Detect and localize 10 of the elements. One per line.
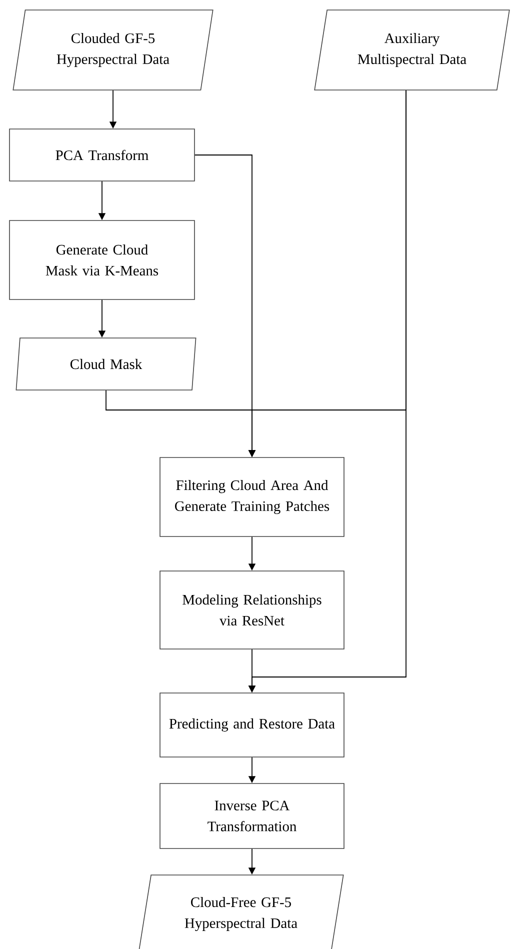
data-parallelogram: Auxiliary Multispectral Data xyxy=(314,10,510,90)
process-box: PCA Transform xyxy=(9,128,195,182)
process-box: Generate Cloud Mask via K-Means xyxy=(9,220,195,300)
data-parallelogram: Cloud-Free GF-5 Hyperspectral Data xyxy=(138,874,344,949)
process-box: Filtering Cloud Area And Generate Training Patches xyxy=(160,457,344,537)
data-parallelogram: Cloud Mask xyxy=(16,338,196,390)
process-box: Inverse PCA Transformation xyxy=(160,783,344,849)
process-box: Modeling Relationships via ResNet xyxy=(160,570,344,650)
process-box: Predicting and Restore Data xyxy=(160,692,344,758)
data-parallelogram: Clouded GF-5 Hyperspectral Data xyxy=(12,10,214,90)
